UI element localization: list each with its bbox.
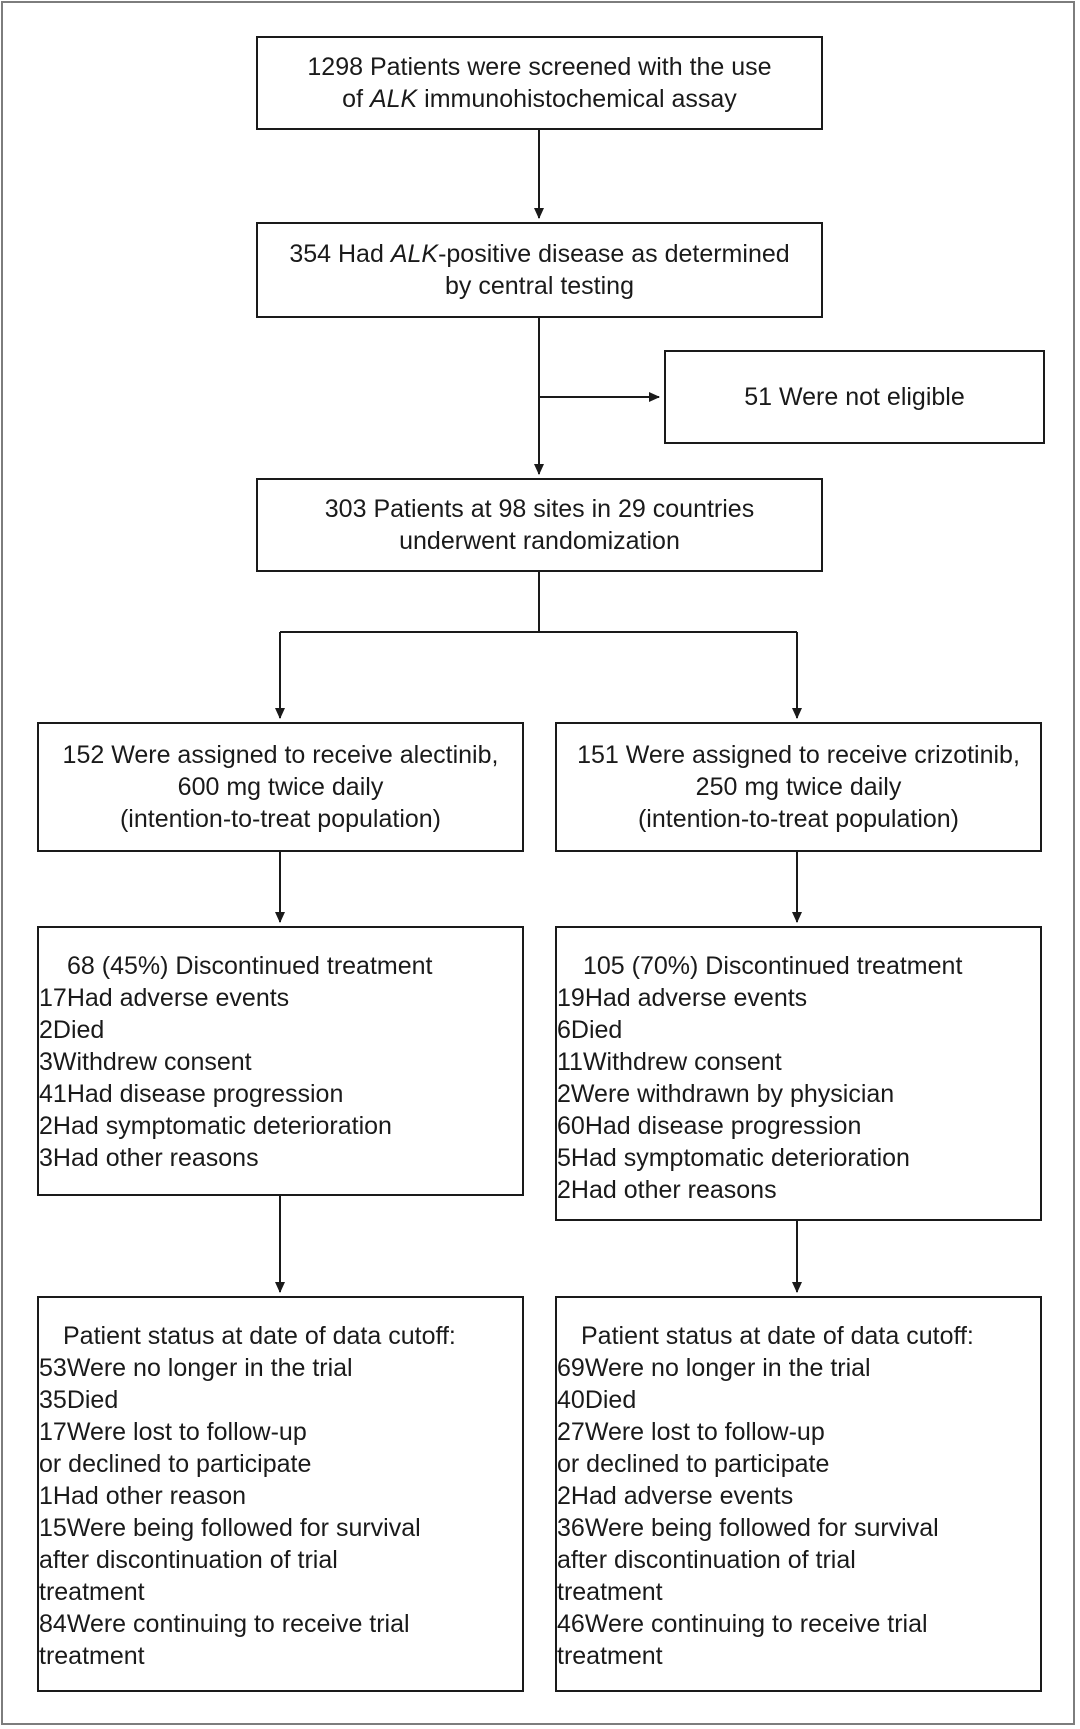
crizotinib-assignment-line2: 250 mg twice daily xyxy=(695,773,902,801)
status-header: Patient status at date of data cutoff: xyxy=(63,1322,456,1350)
list-item: 6Died xyxy=(557,1016,623,1044)
crizotinib-discontinued-box: 105 (70%) Discontinued treatment 19Had a… xyxy=(555,926,1042,1221)
list-item-continued: or declined to participate xyxy=(39,1450,312,1478)
alk-positive-box: 354 Had ALK-positive disease as determin… xyxy=(256,222,823,318)
screened-box: 1298 Patients were screened with the use… xyxy=(256,36,823,130)
list-item: 2Had adverse events xyxy=(557,1482,794,1510)
list-item: 69Were no longer in the trial xyxy=(557,1354,871,1382)
screened-line2: of ALK immunohistochemical assay xyxy=(342,85,737,113)
list-item: 11Withdrew consent xyxy=(557,1048,782,1076)
list-item: 2Had other reasons xyxy=(557,1176,777,1204)
not-eligible-box: 51 Were not eligible xyxy=(664,350,1045,444)
list-item: 53Were no longer in the trial xyxy=(39,1354,353,1382)
crizotinib-assignment-line1: 151 Were assigned to receive crizotinib, xyxy=(577,741,1020,769)
randomized-line1: 303 Patients at 98 sites in 29 countries xyxy=(324,495,755,523)
crizotinib-status-box: Patient status at date of data cutoff: 6… xyxy=(555,1296,1042,1692)
list-item: 27Were lost to follow-up xyxy=(557,1418,825,1446)
list-item: 36Were being followed for survival xyxy=(557,1514,939,1542)
list-item: 17Had adverse events xyxy=(39,984,290,1012)
list-item: 17Were lost to follow-up xyxy=(39,1418,307,1446)
alectinib-status-box: Patient status at date of data cutoff: 5… xyxy=(37,1296,524,1692)
alectinib-assignment-line1: 152 Were assigned to receive alectinib, xyxy=(62,741,499,769)
list-item: 2Had symptomatic deterioration xyxy=(39,1112,392,1140)
list-item: 15Were being followed for survival xyxy=(39,1514,421,1542)
list-item: 84Were continuing to receive trial xyxy=(39,1610,410,1638)
list-item: 19Had adverse events xyxy=(557,984,808,1012)
randomized-line2: underwent randomization xyxy=(399,527,680,555)
alk-positive-line2: by central testing xyxy=(445,272,634,300)
list-item: 2Were withdrawn by physician xyxy=(557,1080,895,1108)
crizotinib-assignment-box: 151 Were assigned to receive crizotinib,… xyxy=(555,722,1042,852)
not-eligible-text: 51 Were not eligible xyxy=(744,383,965,411)
randomized-box: 303 Patients at 98 sites in 29 countries… xyxy=(256,478,823,572)
list-item-continued: treatment xyxy=(557,1578,663,1606)
screened-line1: 1298 Patients were screened with the use xyxy=(307,53,772,81)
list-item: 2Died xyxy=(39,1016,105,1044)
list-item-continued: after discontinuation of trial xyxy=(557,1546,856,1574)
crizotinib-assignment-line3: (intention-to-treat population) xyxy=(637,805,960,833)
list-item: 3Had other reasons xyxy=(39,1144,259,1172)
alk-positive-line1: 354 Had ALK-positive disease as determin… xyxy=(289,240,790,268)
list-item-continued: or declined to participate xyxy=(557,1450,830,1478)
list-item: 3Withdrew consent xyxy=(39,1048,252,1076)
list-item: 40Died xyxy=(557,1386,637,1414)
alectinib-assignment-line3: (intention-to-treat population) xyxy=(119,805,442,833)
list-item: 46Were continuing to receive trial xyxy=(557,1610,928,1638)
list-item: 60Had disease progression xyxy=(557,1112,862,1140)
list-item-continued: after discontinuation of trial xyxy=(39,1546,338,1574)
list-item: 1Had other reason xyxy=(39,1482,247,1510)
crizotinib-discontinued-header: 105 (70%) Discontinued treatment xyxy=(583,952,963,980)
status-header: Patient status at date of data cutoff: xyxy=(581,1322,974,1350)
list-item: 41Had disease progression xyxy=(39,1080,344,1108)
alectinib-discontinued-header: 68 (45%) Discontinued treatment xyxy=(67,952,433,980)
list-item-continued: treatment xyxy=(39,1642,145,1670)
alectinib-assignment-line2: 600 mg twice daily xyxy=(177,773,384,801)
list-item-continued: treatment xyxy=(39,1578,145,1606)
alectinib-discontinued-box: 68 (45%) Discontinued treatment 17Had ad… xyxy=(37,926,524,1196)
list-item-continued: treatment xyxy=(557,1642,663,1670)
list-item: 35Died xyxy=(39,1386,119,1414)
list-item: 5Had symptomatic deterioration xyxy=(557,1144,910,1172)
alectinib-assignment-box: 152 Were assigned to receive alectinib, … xyxy=(37,722,524,852)
